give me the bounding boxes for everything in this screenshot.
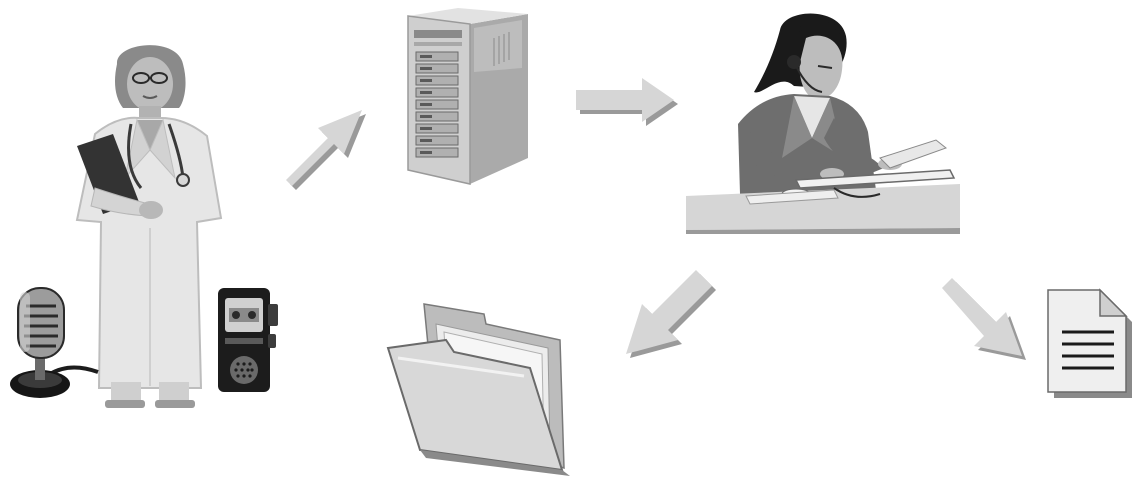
arrow-up-right-icon: [280, 108, 372, 194]
doctor-icon: [55, 38, 240, 410]
arrow-down-left-icon: [624, 270, 720, 362]
arrow-down-right-icon: [940, 276, 1036, 364]
document-icon: [1044, 286, 1136, 402]
transcriptionist-icon: [684, 8, 964, 234]
voice-recorder-icon: [212, 284, 282, 396]
microphone-icon: [8, 282, 108, 400]
server-tower-icon: [404, 8, 534, 192]
arrow-right-icon: [574, 76, 684, 132]
open-folder-icon: [384, 300, 600, 480]
